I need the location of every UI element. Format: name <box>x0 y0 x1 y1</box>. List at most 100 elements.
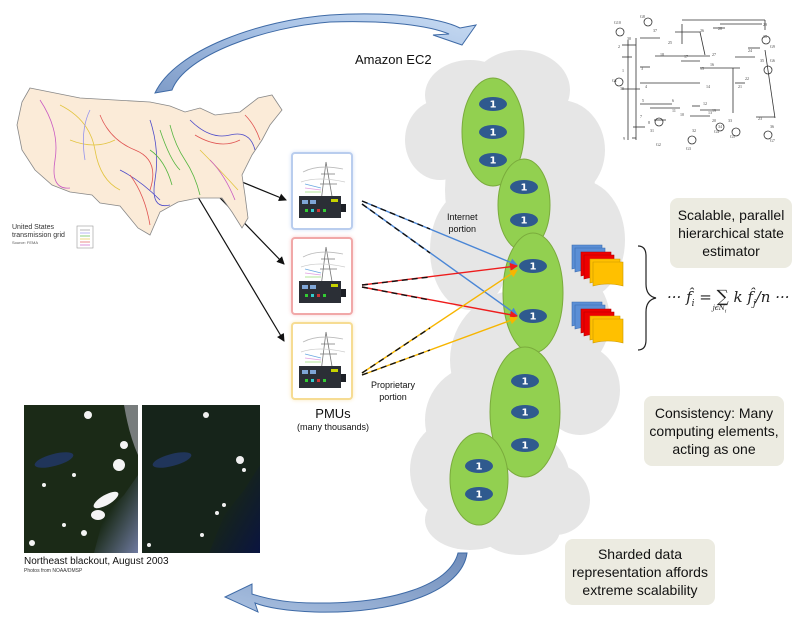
compute-node <box>510 213 538 227</box>
compute-node <box>479 125 507 139</box>
bus-number: 15 <box>700 66 704 71</box>
bus-number: 16 <box>710 62 714 67</box>
compute-node-label: 1 <box>476 462 483 473</box>
pmu-red <box>293 239 351 313</box>
blackout-caption: Northeast blackout, August 2003 <box>24 556 169 567</box>
callout-estimator: Scalable, parallel hierarchical state es… <box>670 198 792 268</box>
bus-number: 30 <box>627 36 631 41</box>
compute-node <box>519 259 547 273</box>
bus-number: 17 <box>684 54 688 59</box>
compute-node <box>465 459 493 473</box>
us-map-title-line2: transmission grid <box>12 232 65 239</box>
compute-node-label: 1 <box>530 262 537 273</box>
compute-node <box>465 487 493 501</box>
shard-bottom <box>449 432 509 526</box>
blackout-before-image <box>24 405 138 553</box>
bus-number: 3 <box>641 66 643 71</box>
blackout-credit: Photos from NOAA/DMSP <box>24 568 83 574</box>
generator-label: G9 <box>770 44 775 49</box>
bus-number: 14 <box>706 84 710 89</box>
bus-number: 31 <box>650 128 654 133</box>
pmu-device-icon <box>299 331 346 388</box>
map-to-pmu-yellow-line <box>182 171 285 342</box>
blackout-after-image <box>142 405 260 553</box>
bus-number: 2 <box>618 44 620 49</box>
us-transmission-map <box>16 87 283 249</box>
bus-number: 29 <box>763 22 767 27</box>
shard-center <box>502 232 564 354</box>
internet-portion-label: Internet portion <box>447 212 478 234</box>
bus-number: 26 <box>700 28 704 33</box>
generator-label: G5 <box>730 134 735 139</box>
generator-label: G7 <box>770 138 775 143</box>
pmu-blue <box>293 154 351 228</box>
generator-label: G6 <box>770 58 775 63</box>
bus-number: 39 <box>620 86 624 91</box>
bus-number: 19 <box>712 108 716 113</box>
bus-number: 8 <box>648 120 650 125</box>
bus-number: 4 <box>645 84 647 89</box>
pmus-title: PMUs <box>315 406 351 421</box>
bus-number: 36 <box>770 124 774 129</box>
doc-stack-top <box>571 244 624 287</box>
us-map-source: Source: FEMA <box>12 240 39 245</box>
bus-number: 25 <box>668 40 672 45</box>
bus-number: 35 <box>760 58 764 63</box>
compute-node <box>511 374 539 388</box>
compute-node-label: 1 <box>522 408 529 419</box>
bus-number: 13 <box>708 110 712 115</box>
map-legend-box <box>76 225 94 249</box>
pmu-device-icon <box>299 246 346 303</box>
bus-number: 22 <box>745 76 749 81</box>
bus-number: 21 <box>738 84 742 89</box>
compute-node <box>479 97 507 111</box>
compute-node-label: 1 <box>521 183 528 194</box>
callout-sharded: Sharded data representation affords extr… <box>565 539 715 605</box>
bus-number: 27 <box>712 52 716 57</box>
pmu-yellow <box>293 324 351 398</box>
estimator-formula: ··· f̂i = ∑jϵNi k f̂j/n ··· <box>667 287 790 315</box>
compute-node-label: 1 <box>522 377 529 388</box>
pmu-data-links <box>361 200 518 376</box>
compute-node-label: 1 <box>490 128 497 139</box>
compute-node-label: 1 <box>490 156 497 167</box>
bus-number: 11 <box>672 108 676 113</box>
bus-number: 20 <box>712 118 716 123</box>
generator-label: G1 <box>612 78 617 83</box>
compute-node-label: 1 <box>530 312 537 323</box>
grid-lines <box>39 99 261 226</box>
compute-node-label: 1 <box>490 100 497 111</box>
blackout-photos <box>24 405 260 553</box>
bus-number: 33 <box>728 118 732 123</box>
bus-number: 34 <box>718 124 722 129</box>
bus-number: 7 <box>640 114 642 119</box>
power-bus-diagram <box>614 17 776 145</box>
bus-number: 38 <box>763 34 767 39</box>
blackout-caption-block: Northeast blackout, August 2003 Photos f… <box>24 556 169 575</box>
compute-node-label: 1 <box>521 216 528 227</box>
compute-node <box>511 405 539 419</box>
compute-node-label: 1 <box>476 490 483 501</box>
compute-node <box>511 438 539 452</box>
compute-node <box>510 180 538 194</box>
compute-node-label: 1 <box>522 441 529 452</box>
node-group: 1 1 1 1 1 1 1 1 1 1 1 1 <box>465 97 547 501</box>
us-map-title-line1: United States <box>12 224 55 231</box>
cloud-title: Amazon EC2 <box>355 52 432 67</box>
bus-number: 23 <box>758 116 762 121</box>
bus-number: 1 <box>622 68 624 73</box>
curved-arrow-bottom <box>223 552 468 613</box>
bus-number: 5 <box>642 98 644 103</box>
curly-brace <box>637 245 657 351</box>
generator-label: G3 <box>686 146 691 151</box>
bus-number: 37 <box>653 28 657 33</box>
pmus-label: PMUs (many thousands) <box>283 406 383 433</box>
generator-label: G8 <box>640 14 645 19</box>
pmu-device-icon <box>299 161 346 218</box>
doc-stack-bottom <box>571 301 624 344</box>
bus-number: 6 <box>672 98 674 103</box>
compute-node <box>519 309 547 323</box>
bus-number: 10 <box>680 112 684 117</box>
pmus-subtitle: (many thousands) <box>296 422 370 432</box>
